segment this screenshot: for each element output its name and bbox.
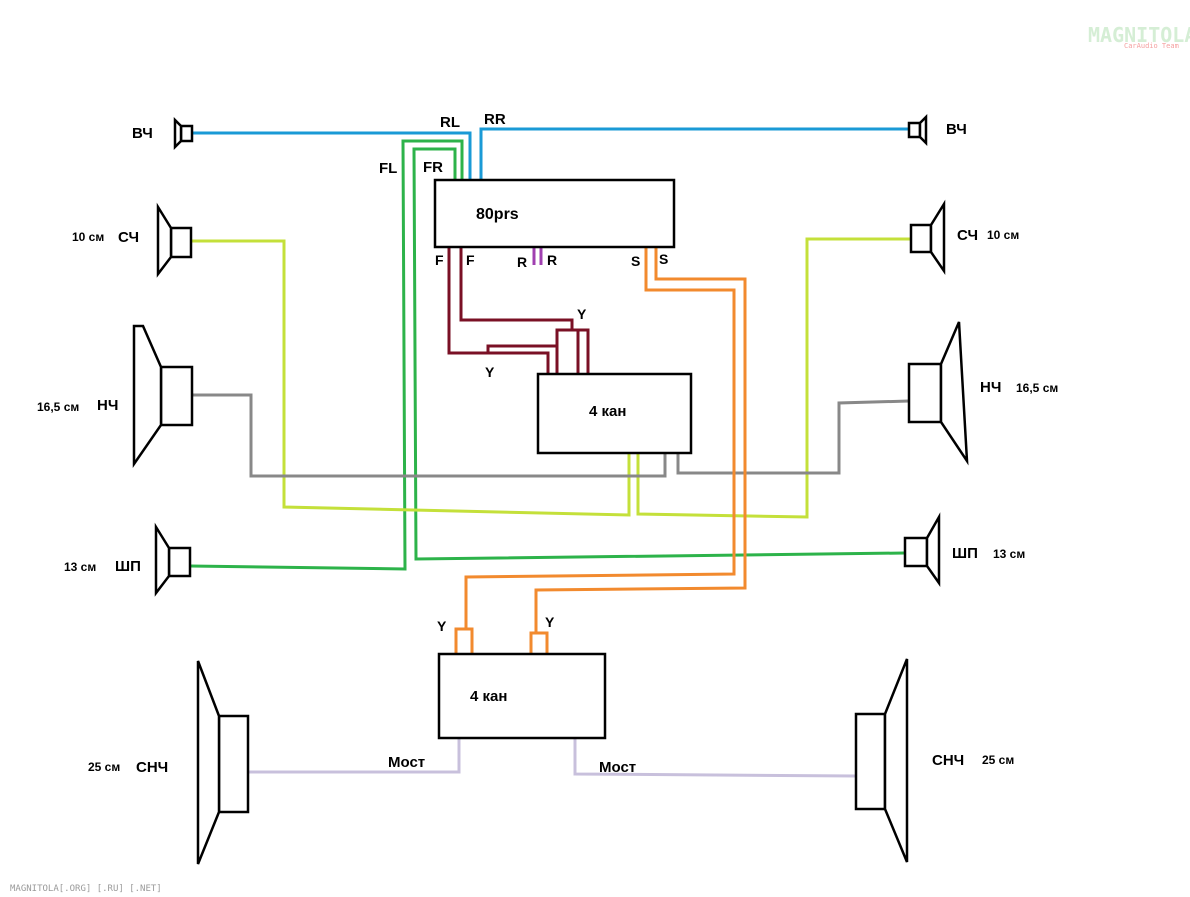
head-unit-box xyxy=(433,178,676,249)
wide-right-size: 13 см xyxy=(993,547,1025,561)
wire-front-out-1 xyxy=(447,247,559,374)
wire-sub-out-1b xyxy=(466,627,474,654)
tweeter-right-icon xyxy=(907,113,928,147)
label-s-1: S xyxy=(631,253,640,269)
wide-left-label: ШП xyxy=(115,558,141,575)
amp-bottom-name: 4 кан xyxy=(470,688,507,705)
label-f-1: F xyxy=(435,252,444,268)
mid-right-icon xyxy=(909,199,946,276)
mid-left-icon xyxy=(156,202,193,278)
label-fl: FL xyxy=(379,160,397,177)
mid-left-size: 10 см xyxy=(72,230,104,244)
wire-bridge-left xyxy=(248,738,461,774)
sub-right-size: 25 см xyxy=(982,753,1014,767)
head-unit-name: 80prs xyxy=(476,206,519,223)
wide-right-label: ШП xyxy=(952,545,978,562)
watermark-logo: MAGNITOLA xyxy=(1088,23,1190,47)
sub-right-icon xyxy=(854,658,909,863)
label-r-2: R xyxy=(547,252,557,268)
bridge-label-left: Мост xyxy=(388,754,425,771)
sub-right-label: СНЧ xyxy=(932,752,964,769)
amp-top-box xyxy=(536,372,693,455)
woofer-left-icon xyxy=(132,324,194,469)
sub-left-label: СНЧ xyxy=(136,759,168,776)
woofer-left-label: НЧ xyxy=(97,397,118,414)
bridge-label-right: Мост xyxy=(599,759,636,776)
tweeter-left-label: ВЧ xyxy=(132,125,153,142)
amp-top-y-label-2: Y xyxy=(485,364,495,380)
wire-sub-out-2 xyxy=(529,247,747,654)
mid-left-label: СЧ xyxy=(118,229,139,246)
label-f-2: F xyxy=(466,252,475,268)
label-fr: FR xyxy=(423,159,443,176)
amp-bottom-y-label-1: Y xyxy=(437,618,447,634)
amp-bottom-box xyxy=(437,652,607,740)
watermark-footer: MAGNITOLA[.ORG] [.RU] [.NET] xyxy=(10,884,162,894)
wire-tweeter-left xyxy=(192,131,472,180)
label-s-2: S xyxy=(659,251,668,267)
label-r-1: R xyxy=(517,254,527,270)
wire-tweeter-right xyxy=(479,127,909,180)
wire-front-out-1b xyxy=(488,351,550,374)
wire-mid-right xyxy=(636,237,911,519)
wire-front-out-2b xyxy=(555,328,572,346)
mid-right-size: 10 см xyxy=(987,228,1019,242)
wire-front-out-2 xyxy=(459,247,590,374)
woofer-right-icon xyxy=(907,321,969,466)
wire-sub-out-1 xyxy=(454,247,736,654)
sub-left-icon xyxy=(196,660,250,865)
watermark-logo-sub: CarAudio Team xyxy=(1124,42,1179,50)
amp-top-name: 4 кан xyxy=(589,403,626,420)
wide-right-icon xyxy=(903,512,941,587)
wire-fr xyxy=(412,147,906,561)
tweeter-right-label: ВЧ xyxy=(946,121,967,138)
amp-top-y-label-1: Y xyxy=(577,306,587,322)
label-rr: RR xyxy=(484,111,506,128)
wire-mid-left xyxy=(190,239,631,517)
woofer-left-size: 16,5 см xyxy=(37,400,79,414)
wire-woofer-left xyxy=(192,393,667,478)
wire-bridge-right xyxy=(573,738,857,778)
wide-left-icon xyxy=(154,522,192,597)
wire-sub-out-2b xyxy=(536,631,549,654)
wire-fl xyxy=(189,139,464,571)
tweeter-left-icon xyxy=(173,116,194,151)
woofer-right-label: НЧ xyxy=(980,379,1001,396)
amp-bottom-y-label-2: Y xyxy=(545,614,555,630)
mid-right-label: СЧ xyxy=(957,227,978,244)
label-rl: RL xyxy=(440,114,460,131)
sub-left-size: 25 см xyxy=(88,760,120,774)
wire-woofer-right xyxy=(676,399,910,475)
wide-left-size: 13 см xyxy=(64,560,96,574)
woofer-right-size: 16,5 см xyxy=(1016,381,1058,395)
